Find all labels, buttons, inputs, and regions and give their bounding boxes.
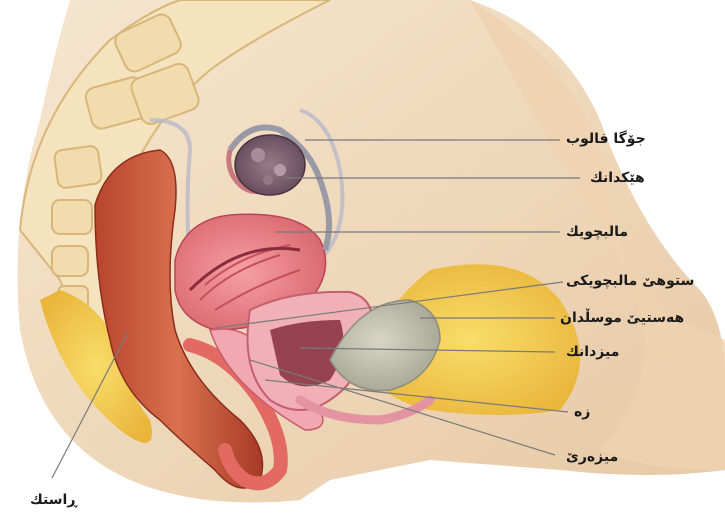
label-fallopian-tube: جۆگا فالوب <box>566 131 646 147</box>
label-urethra: ميزدانك <box>566 344 619 360</box>
label-vagina: زه <box>574 404 590 420</box>
ovary-shape <box>235 135 305 195</box>
label-ovary: هێکدانك <box>590 170 645 186</box>
label-rectum: ڕاستك <box>30 492 77 508</box>
label-cervix: ستوهێ مالبچويكى <box>566 273 694 289</box>
label-bladder: هەستيێ موسڵدان <box>560 310 684 326</box>
label-clitoris: ميزەرێ <box>566 449 618 465</box>
label-uterus: مالبچويك <box>566 224 628 240</box>
